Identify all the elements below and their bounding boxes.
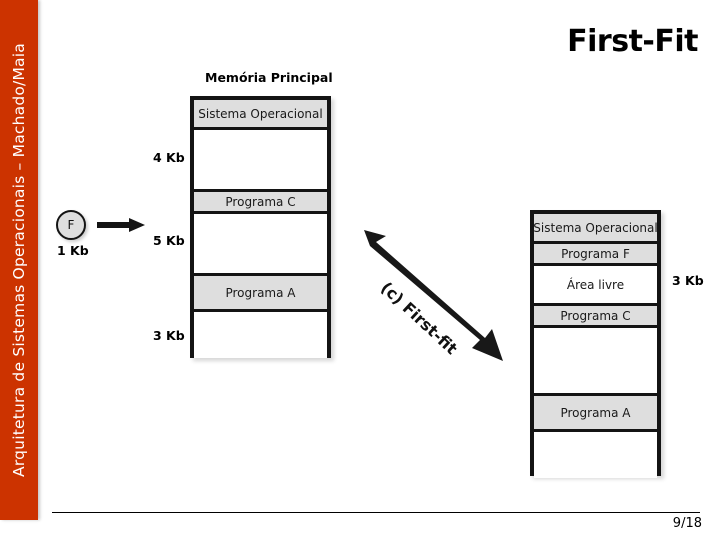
incoming-job-label: F xyxy=(67,218,75,232)
right-arrow-icon xyxy=(97,218,145,232)
memory-block-free xyxy=(194,214,327,276)
memory-block-sistema-operacional: Sistema Operacional xyxy=(194,100,327,130)
memory-size-label: 3 Kb xyxy=(672,273,704,288)
memory-block-label: Programa C xyxy=(225,194,296,209)
memory-block-label: Programa C xyxy=(560,308,631,323)
incoming-job-size: 1 Kb xyxy=(57,243,89,258)
memory-block-free xyxy=(194,312,327,358)
memory-block-label: Programa F xyxy=(561,246,630,261)
memory-block-programa-f: Programa F xyxy=(534,244,657,266)
memory-block-free xyxy=(534,328,657,396)
memory-block-programa-c: Programa C xyxy=(194,192,327,214)
memory-size-label: 3 Kb xyxy=(153,328,185,343)
memory-size-label: 5 Kb xyxy=(153,233,185,248)
memory-block-programa-a: Programa A xyxy=(534,396,657,432)
page-number: 9/18 xyxy=(672,516,702,531)
memory-block-programa-a: Programa A xyxy=(194,276,327,312)
incoming-job-circle: F xyxy=(56,210,86,240)
memory-block-free xyxy=(194,130,327,192)
memory-block-label: Sistema Operacional xyxy=(534,220,657,235)
sidebar-course-label: Arquitetura de Sistemas Operacionais – M… xyxy=(0,0,38,520)
page-title: First-Fit xyxy=(567,24,698,59)
diagonal-arrow-icon xyxy=(364,230,503,361)
memory-block-rea-livre: Área livre xyxy=(534,266,657,306)
memory-block-label: Programa A xyxy=(225,285,296,300)
memory-size-label: 4 Kb xyxy=(153,150,185,165)
memory-block-programa-c: Programa C xyxy=(534,306,657,328)
memory-block-label: Programa A xyxy=(560,405,631,420)
before-diagram-caption: Memória Principal xyxy=(205,70,333,85)
memory-block-label: Sistema Operacional xyxy=(198,106,323,121)
sidebar-accent-bar xyxy=(0,0,38,520)
sidebar-course-text: Arquitetura de Sistemas Operacionais – M… xyxy=(10,43,28,477)
footer-divider xyxy=(52,512,700,513)
memory-block-label: Área livre xyxy=(566,277,625,292)
memory-block-sistema-operacional: Sistema Operacional xyxy=(534,214,657,244)
memory-block-free xyxy=(534,432,657,478)
